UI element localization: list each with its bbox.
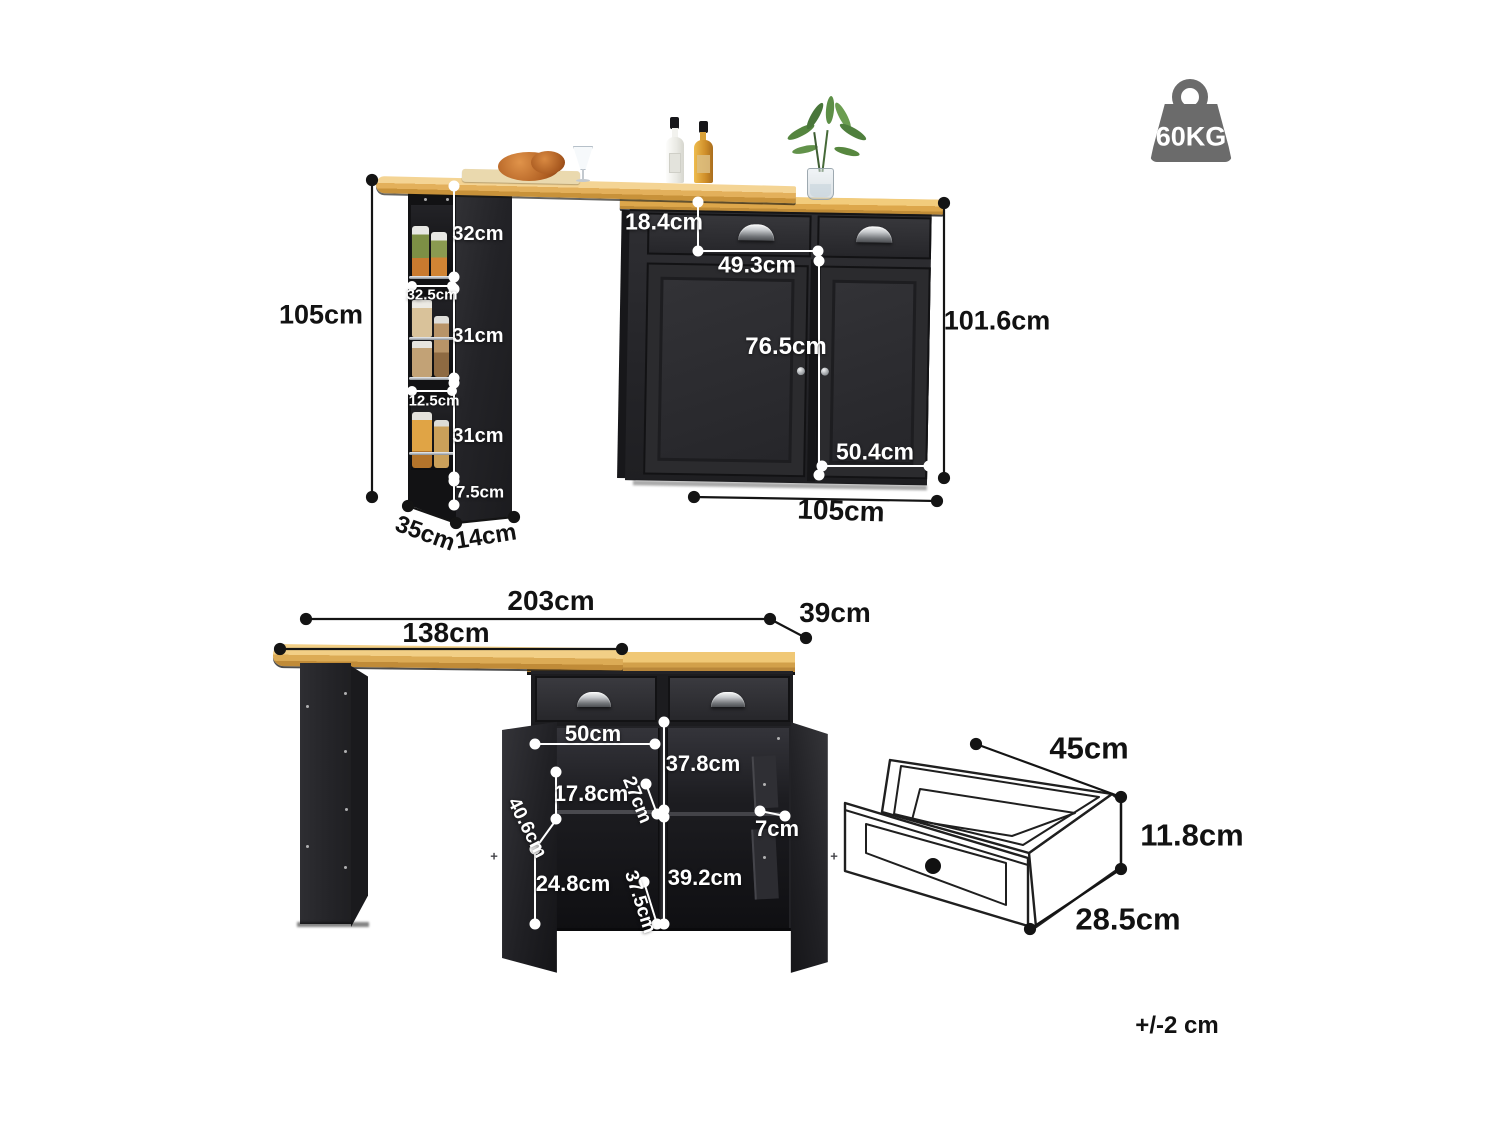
dim-label-door-height: 76.5cm: [745, 333, 827, 360]
door-recessed-panel: [829, 279, 917, 466]
open-door-right: [790, 722, 828, 973]
dry-goods-jar: [412, 412, 432, 468]
bar-leg-side-face: [351, 666, 368, 927]
screw-dot: [306, 705, 309, 708]
pickle-jar: [412, 226, 429, 278]
dim-label-shelf-1-depth: 32.5cm: [406, 286, 458, 304]
interior-shelf-edge: [668, 812, 788, 816]
spice-box: [412, 341, 432, 377]
roast-bread: [531, 151, 565, 174]
dim-label-cabinet-total-height: 101.6cm: [943, 305, 1051, 336]
dim-label-inner-width: 50cm: [564, 721, 622, 746]
dim-label-door-width: 50.4cm: [835, 438, 915, 465]
door-recessed-panel: [657, 276, 795, 464]
dim-label-drawer-height: 18.4cm: [624, 208, 704, 235]
bar-leg-front-face: [300, 663, 351, 924]
cabinet-door: [643, 262, 809, 478]
shelf-tower-side-face: [455, 188, 512, 523]
plant-leaf: [833, 144, 861, 159]
door-knob: [820, 367, 830, 376]
spice-box: [412, 300, 432, 337]
dry-goods-jar: [434, 420, 449, 468]
plant-leaf: [824, 95, 836, 125]
dim-label-shelf-3-height: 31cm: [452, 425, 504, 447]
dim-label-shelf-1-height: 32cm: [452, 223, 504, 245]
drawer-cup-handle: [577, 692, 611, 707]
kettlebell-weight-icon: [1150, 104, 1232, 162]
drawer-handle-dot: [925, 858, 941, 874]
shelf-rail: [409, 337, 455, 340]
dim-label-drawer-depth: 28.5cm: [1075, 901, 1181, 937]
amber-bottle-label: [697, 155, 710, 173]
shelf-rail: [409, 377, 455, 380]
screw-dot: [344, 866, 347, 869]
weight-capacity-label: 60KG: [1155, 121, 1227, 152]
dim-label-counter-depth: 39cm: [799, 597, 871, 628]
dim-label-side-clearance: 7cm: [754, 816, 800, 841]
shelf-rail: [409, 276, 455, 279]
plant-leaf: [838, 121, 868, 143]
screw-dot: [345, 808, 348, 811]
open-cabinet-body: [531, 671, 793, 931]
amber-bottle-cap: [699, 121, 708, 133]
dim-label-drawer-width: 45cm: [1049, 730, 1129, 766]
dim-label-left-upper-height: 17.8cm: [553, 781, 629, 806]
side-bracket: [751, 755, 779, 809]
dim-label-total-length: 203cm: [507, 585, 595, 616]
hinge-mark: +: [830, 848, 838, 864]
amber-bottle-neck: [700, 132, 706, 142]
plant-leaf: [804, 101, 826, 131]
plant-stems: [813, 132, 821, 172]
screw-dot: [763, 856, 766, 859]
glass-vase: [807, 168, 834, 200]
wine-glass-stem: [582, 169, 584, 180]
drawer-cup-handle: [711, 692, 745, 707]
screw-dot: [344, 750, 347, 753]
plant-stems: [821, 130, 829, 172]
dim-label-drawer-width: 49.3cm: [717, 251, 797, 278]
screw-dot: [777, 737, 780, 740]
white-bottle-label: [669, 153, 681, 173]
cabinet-bottom-edge: [531, 928, 793, 931]
hinge-mark: +: [490, 848, 498, 864]
interior-shelf-edge: [537, 810, 657, 814]
leg-floor-shadow: [297, 922, 369, 927]
shelf-rail: [409, 452, 455, 455]
white-bottle-neck: [672, 128, 678, 139]
dim-label-right-lower-height: 39.2cm: [667, 865, 743, 890]
dim-label-right-upper-height: 37.8cm: [665, 751, 741, 776]
dim-label-shelf-2-height: 31cm: [452, 325, 504, 347]
screw-dot: [424, 198, 427, 201]
dim-label-total-height: 105cm: [278, 299, 364, 330]
screw-dot: [306, 845, 309, 848]
vase-water: [810, 184, 831, 197]
spice-jar: [434, 316, 449, 377]
dim-label-base-height: 7.5cm: [455, 482, 505, 502]
white-bottle-cap: [670, 117, 679, 129]
wine-glass-base: [576, 179, 590, 182]
dim-label-cabinet-width: 105cm: [796, 493, 886, 528]
dim-label-drawer-height: 11.8cm: [1140, 817, 1244, 853]
dim-label-tower-width: 14cm: [453, 518, 519, 555]
tolerance-note: +/-2 cm: [1135, 1012, 1219, 1039]
screw-dot: [763, 783, 766, 786]
wine-glass-bowl: [573, 146, 593, 170]
dim-label-left-lower-height: 24.8cm: [535, 871, 611, 896]
dim-label-bar-length: 138cm: [402, 617, 490, 648]
dim-label-shelf-2-gap: 12.5cm: [408, 392, 460, 410]
pickle-jar: [431, 232, 447, 278]
screw-dot: [344, 692, 347, 695]
screw-dot: [446, 198, 449, 201]
